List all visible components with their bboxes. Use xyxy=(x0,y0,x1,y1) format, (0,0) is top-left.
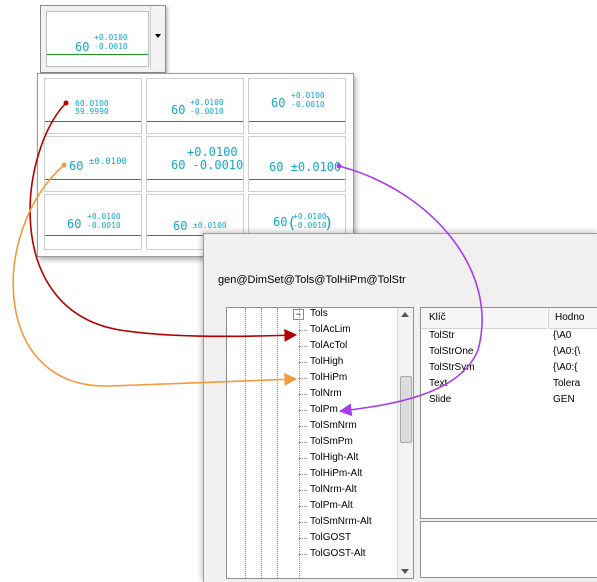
list-value[interactable]: Tolera xyxy=(553,378,581,389)
grid-option-symmetric-inline[interactable]: 60 ±0.0100 xyxy=(248,136,346,192)
tree-scrollbar[interactable] xyxy=(397,308,413,578)
settings-path: gen@DimSet@Tols@TolHiPm@TolStr xyxy=(218,274,406,286)
grid-option-symmetric[interactable]: 60 ±0.0100 xyxy=(44,136,142,192)
tree-node[interactable]: TolPm xyxy=(310,404,338,415)
tree-connector xyxy=(299,554,307,555)
tree-node[interactable]: TolAcLim xyxy=(310,324,351,335)
settings-window: gen@DimSet@Tols@TolHiPm@TolStr − Tols To… xyxy=(203,233,597,582)
tree-node-tols[interactable]: Tols xyxy=(310,308,328,319)
preview-lower: -0.0010 xyxy=(94,42,128,51)
tree-node[interactable]: TolSmPm xyxy=(310,436,353,447)
list-value[interactable]: {\A0:{ xyxy=(553,362,578,373)
list-value[interactable]: {\A0 xyxy=(553,330,572,341)
column-header-value[interactable]: Hodno xyxy=(548,308,597,329)
tree-node[interactable]: TolHigh xyxy=(310,356,344,367)
tree-node[interactable]: TolHigh-Alt xyxy=(310,452,359,463)
dropdown-preview: 60 +0.0100 -0.0010 xyxy=(46,11,149,67)
tree-guide-line xyxy=(277,308,278,578)
tree-guide-line xyxy=(245,308,246,578)
preview-base: 60 xyxy=(75,40,90,54)
tree-connector xyxy=(299,426,307,427)
list-value[interactable]: {\A0:{\ xyxy=(553,346,581,357)
grid-option-deviation-small[interactable]: 60 +0.0100 -0.0010 xyxy=(44,194,142,250)
grid-option-deviation[interactable]: 60 +0.0100 -0.0010 xyxy=(146,78,244,134)
tree-connector xyxy=(299,538,307,539)
tree-connector xyxy=(299,410,307,411)
tree-node[interactable]: TolNrm xyxy=(310,388,342,399)
scroll-down-icon[interactable] xyxy=(401,569,409,574)
tree-node[interactable]: TolSmNrm xyxy=(310,420,357,431)
dropdown-button[interactable] xyxy=(150,6,165,70)
tree-node[interactable]: TolSmNrm-Alt xyxy=(310,516,372,527)
tree-guide-line xyxy=(261,308,262,578)
list-key[interactable]: TolStrSym xyxy=(429,362,475,373)
tree-connector xyxy=(299,522,307,523)
list-value[interactable]: GEN xyxy=(553,394,575,405)
tree-connector xyxy=(299,490,307,491)
preview-upper: +0.0100 xyxy=(94,33,128,42)
tree-node[interactable]: TolGOST xyxy=(310,532,352,543)
grid-option-limits[interactable]: 60.0100 59.9990 xyxy=(44,78,142,134)
tolerance-style-grid: 60.0100 59.9990 60 +0.0100 -0.0010 60 +0… xyxy=(37,73,354,257)
tree-connector xyxy=(299,346,307,347)
tree-connector xyxy=(299,330,307,331)
value-editor[interactable] xyxy=(420,521,597,578)
tree-node[interactable]: TolAcTol xyxy=(310,340,348,351)
tree-connector xyxy=(299,378,307,379)
tree-connector xyxy=(299,458,307,459)
tree-connector xyxy=(299,442,307,443)
tolerance-style-dropdown[interactable]: 60 +0.0100 -0.0010 xyxy=(40,5,166,73)
tree-node[interactable]: TolHiPm-Alt xyxy=(310,468,363,479)
list-key[interactable]: Slide xyxy=(429,394,452,405)
grid-option-stacked-large[interactable]: +0.0100 60 -0.0010 xyxy=(146,136,244,192)
list-key[interactable]: TolStr xyxy=(429,330,455,341)
scroll-up-icon[interactable] xyxy=(401,312,409,317)
tree-connector xyxy=(299,362,307,363)
tree-connector xyxy=(299,474,307,475)
tree-node[interactable]: TolHiPm xyxy=(310,372,348,383)
tree-node[interactable]: TolPm-Alt xyxy=(310,500,353,511)
chevron-down-icon xyxy=(155,34,161,38)
scroll-thumb[interactable] xyxy=(400,376,412,443)
list-key[interactable]: TolStrOne xyxy=(429,346,474,357)
tree-connector xyxy=(299,506,307,507)
column-header-key[interactable]: Klíč xyxy=(421,308,547,329)
tree-node[interactable]: TolNrm-Alt xyxy=(310,484,357,495)
grid-option-deviation-high[interactable]: 60 +0.0100 -0.0010 xyxy=(248,78,346,134)
tree-connector xyxy=(299,394,307,395)
list-key[interactable]: Text xyxy=(429,378,448,389)
preview-dimension-line xyxy=(47,54,148,55)
tree-node[interactable]: TolGOST-Alt xyxy=(310,548,366,559)
tree-guide-line xyxy=(299,308,300,578)
